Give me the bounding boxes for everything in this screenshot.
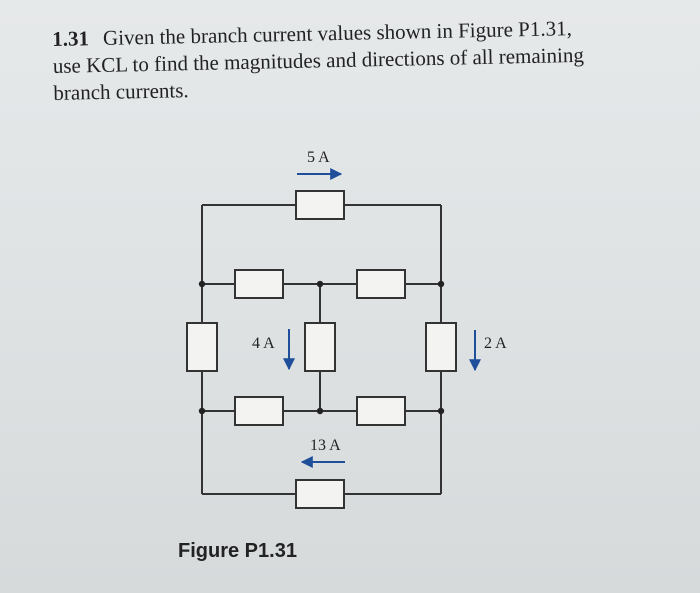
resistor-bottom xyxy=(295,479,345,509)
label-2a: 2 A xyxy=(484,335,507,352)
figure-caption: Figure P1.31 xyxy=(178,540,297,562)
node-right-lower xyxy=(437,407,445,415)
resistor-left xyxy=(186,322,218,372)
node-center-lower xyxy=(316,407,324,415)
resistor-top xyxy=(295,190,345,220)
label-4a: 4 A xyxy=(252,335,275,352)
node-left-lower xyxy=(198,407,206,415)
resistor-right xyxy=(425,322,457,372)
node-center-upper xyxy=(316,280,324,288)
resistors xyxy=(186,190,457,509)
node-right-upper xyxy=(437,280,445,288)
current-arrows xyxy=(283,168,481,468)
label-13a: 13 A xyxy=(310,437,341,454)
resistor-center xyxy=(304,322,336,372)
node-left-upper xyxy=(198,280,206,288)
current-labels: 5 A 4 A 2 A 13 A xyxy=(252,149,507,454)
nodes xyxy=(198,280,445,415)
resistor-upper-right xyxy=(356,269,406,299)
label-5a: 5 A xyxy=(307,149,330,166)
resistor-upper-left xyxy=(234,269,284,299)
resistor-lower-left xyxy=(234,396,284,426)
resistor-lower-right xyxy=(356,396,406,426)
